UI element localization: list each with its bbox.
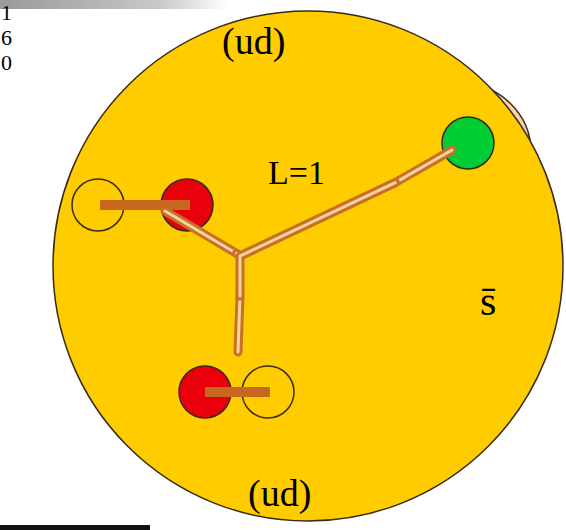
diquark-circle: (ud) — [155, 296, 325, 460]
diquark-circle: (ud) — [66, 110, 258, 286]
antiquark-circle: s̄ — [388, 82, 532, 222]
baryon-circle: (ud) s̄ (ud) L=1 — [52, 10, 564, 522]
cropped-number: 6 — [1, 27, 12, 49]
cropped-number: 1 — [1, 2, 12, 24]
header-bar — [0, 0, 228, 9]
diquark-label: (ud) — [222, 22, 285, 60]
orbital-label: L=1 — [268, 156, 325, 190]
circle-outline — [388, 82, 532, 222]
footer-bar — [0, 525, 150, 530]
circle-shape — [53, 11, 563, 521]
circle-outline — [155, 296, 325, 460]
circle-outline — [66, 110, 258, 286]
cropped-number: 0 — [1, 52, 12, 74]
circle-outline — [52, 10, 564, 522]
antiquark-label: s̄ — [480, 280, 496, 322]
diquark-label: (ud) — [248, 474, 311, 512]
